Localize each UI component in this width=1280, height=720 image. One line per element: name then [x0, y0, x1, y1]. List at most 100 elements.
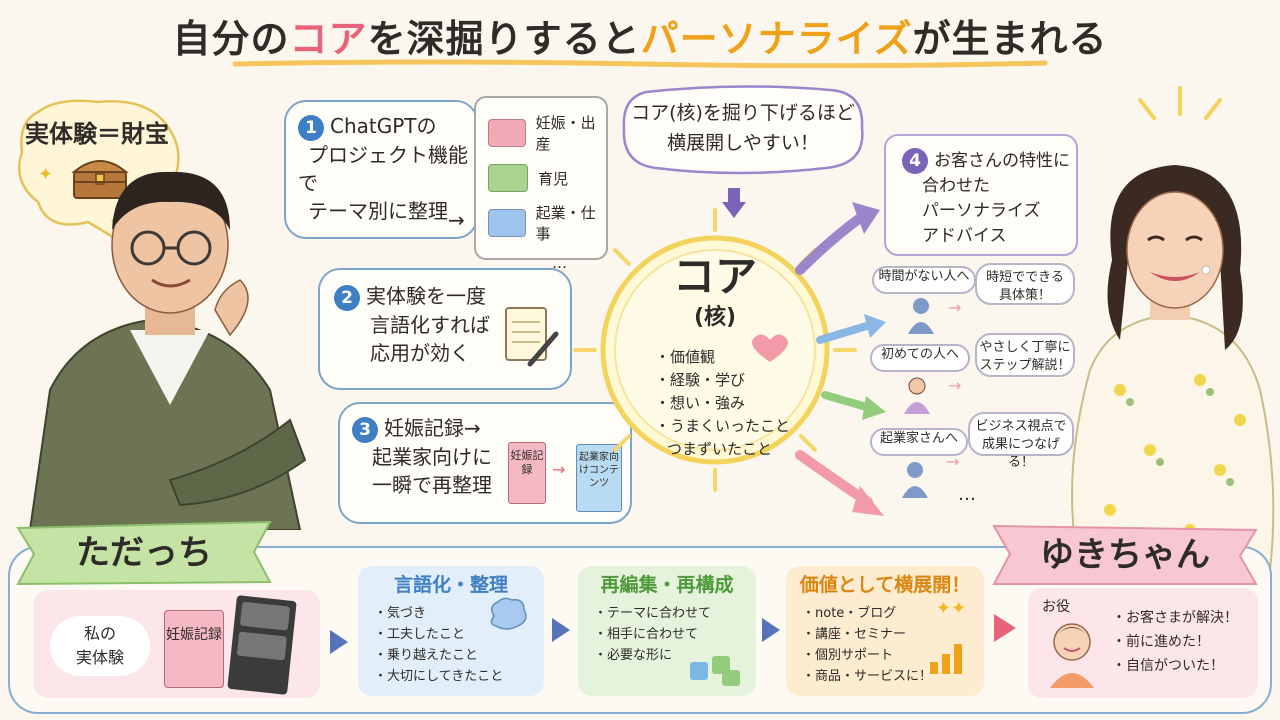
ultrasound-photos-icon — [227, 595, 297, 695]
experience-line: 実体験 — [75, 648, 124, 667]
result-item: ・自信がついた！ — [1112, 658, 1224, 674]
core-item: つまずいたこと — [667, 440, 773, 458]
stage-item: ・テーマに合わせて — [594, 606, 712, 621]
core-circle — [573, 208, 857, 492]
title-text-1: 自分の — [172, 17, 290, 61]
stage-item: ・大切にしてきたこと — [374, 669, 504, 684]
core-content: コア (核) — [615, 255, 815, 331]
page-title: 自分のコアを深掘りするとパーソナライズが生まれる — [0, 8, 1280, 63]
title-highlight-core: コア — [289, 17, 368, 61]
core-subtitle: (核) — [693, 305, 737, 330]
advice-line: 時短でできる — [986, 270, 1064, 285]
step-3-line-1: 妊娠記録→ — [384, 416, 481, 440]
advice-line: 具体策！ — [998, 288, 1051, 303]
folder-pregnancy: 妊娠・出産 — [488, 112, 606, 154]
title-text-3: が生まれる — [912, 17, 1108, 61]
step-1-line-2: プロジェクト機能で — [298, 142, 468, 195]
stage-item: ・乗り越えたこと — [374, 648, 479, 663]
step-1-line-1: ChatGPTの — [330, 114, 437, 138]
puzzle-pieces-icon — [690, 656, 740, 686]
title-highlight-personalize: パーソナライズ — [640, 17, 913, 61]
woman-illustration — [1071, 165, 1275, 570]
experience-line: 私の — [83, 624, 116, 643]
notepad-pen-icon — [505, 307, 559, 367]
stage-item: ・気づき — [374, 606, 427, 621]
folder-icon — [488, 164, 528, 192]
audience-label-entrepreneur: 起業家さんへ — [870, 428, 968, 456]
core-item: ・想い・強み — [655, 394, 746, 412]
audience-label-busy: 時間がない人へ — [872, 266, 976, 294]
flow-arrow-icon — [330, 630, 348, 654]
advice-bubble-beginner: やさしく丁寧にステップ解説！ — [975, 333, 1075, 377]
result-label: お役 — [1042, 599, 1070, 615]
folder-panel: 妊娠・出産 育児 起業・仕事 … — [474, 96, 608, 272]
step-3-line-2: 起業家向けに — [372, 444, 492, 469]
folder-childcare: 育児 — [488, 164, 606, 192]
step-2-number: 2 — [334, 284, 360, 311]
flow-arrow-icon — [762, 618, 780, 642]
step-1-number: 1 — [298, 114, 324, 141]
step-4-line-4: アドバイス — [922, 226, 1007, 246]
advice-line: ステップ解説！ — [979, 358, 1071, 373]
result-item: ・お客さまが解決！ — [1112, 610, 1238, 626]
result-item: ・前に進めた！ — [1112, 634, 1210, 650]
core-item: ・経験・学び — [655, 371, 746, 389]
core-list: ・価値観 ・経験・学び ・想い・強み ・うまくいったこと つまずいたこと — [655, 346, 790, 461]
pregnancy-record-book: 妊娠記録 — [164, 610, 224, 688]
step-4-line-2: 合わせた — [922, 176, 990, 196]
flow-stage-verbalize: 言語化・整理 ・気づき ・工夫したこと ・乗り越えたこと ・大切にしてきたこと — [358, 566, 544, 696]
entrepreneur-content-book: 起業家向けコンテンツ — [576, 444, 622, 512]
person-icon — [908, 298, 934, 334]
stage-item: ・講座・セミナー — [802, 627, 907, 642]
arrow-right-icon: → — [552, 460, 566, 479]
stage-item: ・note・ブログ — [802, 606, 897, 621]
dig-deeper-line-2: 横展開しやすい！ — [667, 132, 819, 154]
arrow-right-icon: → — [948, 298, 962, 317]
core-item: ・うまくいったこと — [655, 417, 791, 435]
step-3-number: 3 — [352, 416, 378, 443]
treasure-bubble: 実体験＝財宝 ✦ — [8, 92, 186, 242]
audience-more: … — [958, 484, 976, 505]
flow-arrow-icon — [994, 614, 1016, 642]
folder-business: 起業・仕事 — [488, 202, 606, 244]
stage-item: ・必要な形に — [594, 648, 673, 663]
advice-bubble-entrepreneur: ビジネス視点で成果につなげる！ — [968, 412, 1074, 470]
advice-line: 成果につなげる！ — [981, 437, 1060, 470]
arrow-right-icon: → — [946, 452, 960, 471]
banner-left-shape — [16, 520, 272, 586]
brain-icon — [490, 597, 527, 630]
pregnancy-record-book: 妊娠記録 — [508, 442, 546, 504]
step-2-line-3: 応用が効く — [370, 340, 470, 365]
step-2-line-1: 実体験を一度 — [366, 284, 486, 308]
banner-tadacchi: ただっち — [76, 533, 212, 573]
advice-line: やさしく丁寧に — [979, 340, 1071, 355]
person-icon — [902, 462, 928, 498]
folder-label: 妊娠・出産 — [535, 114, 596, 153]
man-illustration — [28, 171, 307, 530]
step-4-line-1: お客さんの特性に — [934, 151, 1070, 171]
folder-icon — [488, 209, 526, 237]
dig-deeper-bubble: コア(核)を掘り下げるほど 横展開しやすい！ — [616, 78, 870, 182]
folder-label: 起業・仕事 — [535, 204, 596, 243]
sparkle-lines — [1120, 80, 1240, 140]
step-2-line-2: 言語化すれば — [370, 312, 490, 337]
down-arrow-icon — [722, 202, 746, 218]
happy-customer-icon — [1050, 623, 1094, 688]
stage-item: ・商品・サービスに！ — [802, 669, 933, 684]
flow-result-box: お役 ・お客さまが解決！ ・前に進めた！ ・自信がついた！ — [1028, 588, 1258, 698]
my-experience-bubble: 私の実体験 — [50, 616, 150, 676]
core-item: ・価値観 — [655, 348, 716, 366]
advice-line: ビジネス視点で — [975, 419, 1067, 434]
sparkle-icon: ✦✦ — [936, 598, 967, 619]
title-underline — [232, 59, 1048, 68]
arrow-right-icon: → — [948, 376, 962, 395]
audience-label-beginner: 初めての人へ — [870, 344, 970, 372]
core-title: コア — [672, 252, 757, 301]
treasure-chest-icon — [71, 160, 129, 199]
stage-item: ・相手に合わせて — [594, 627, 699, 642]
stage-title: 価値として横展開！ — [799, 574, 971, 596]
step-4-line-3: パーソナライズ — [922, 201, 1041, 221]
folder-label: 育児 — [538, 169, 569, 188]
